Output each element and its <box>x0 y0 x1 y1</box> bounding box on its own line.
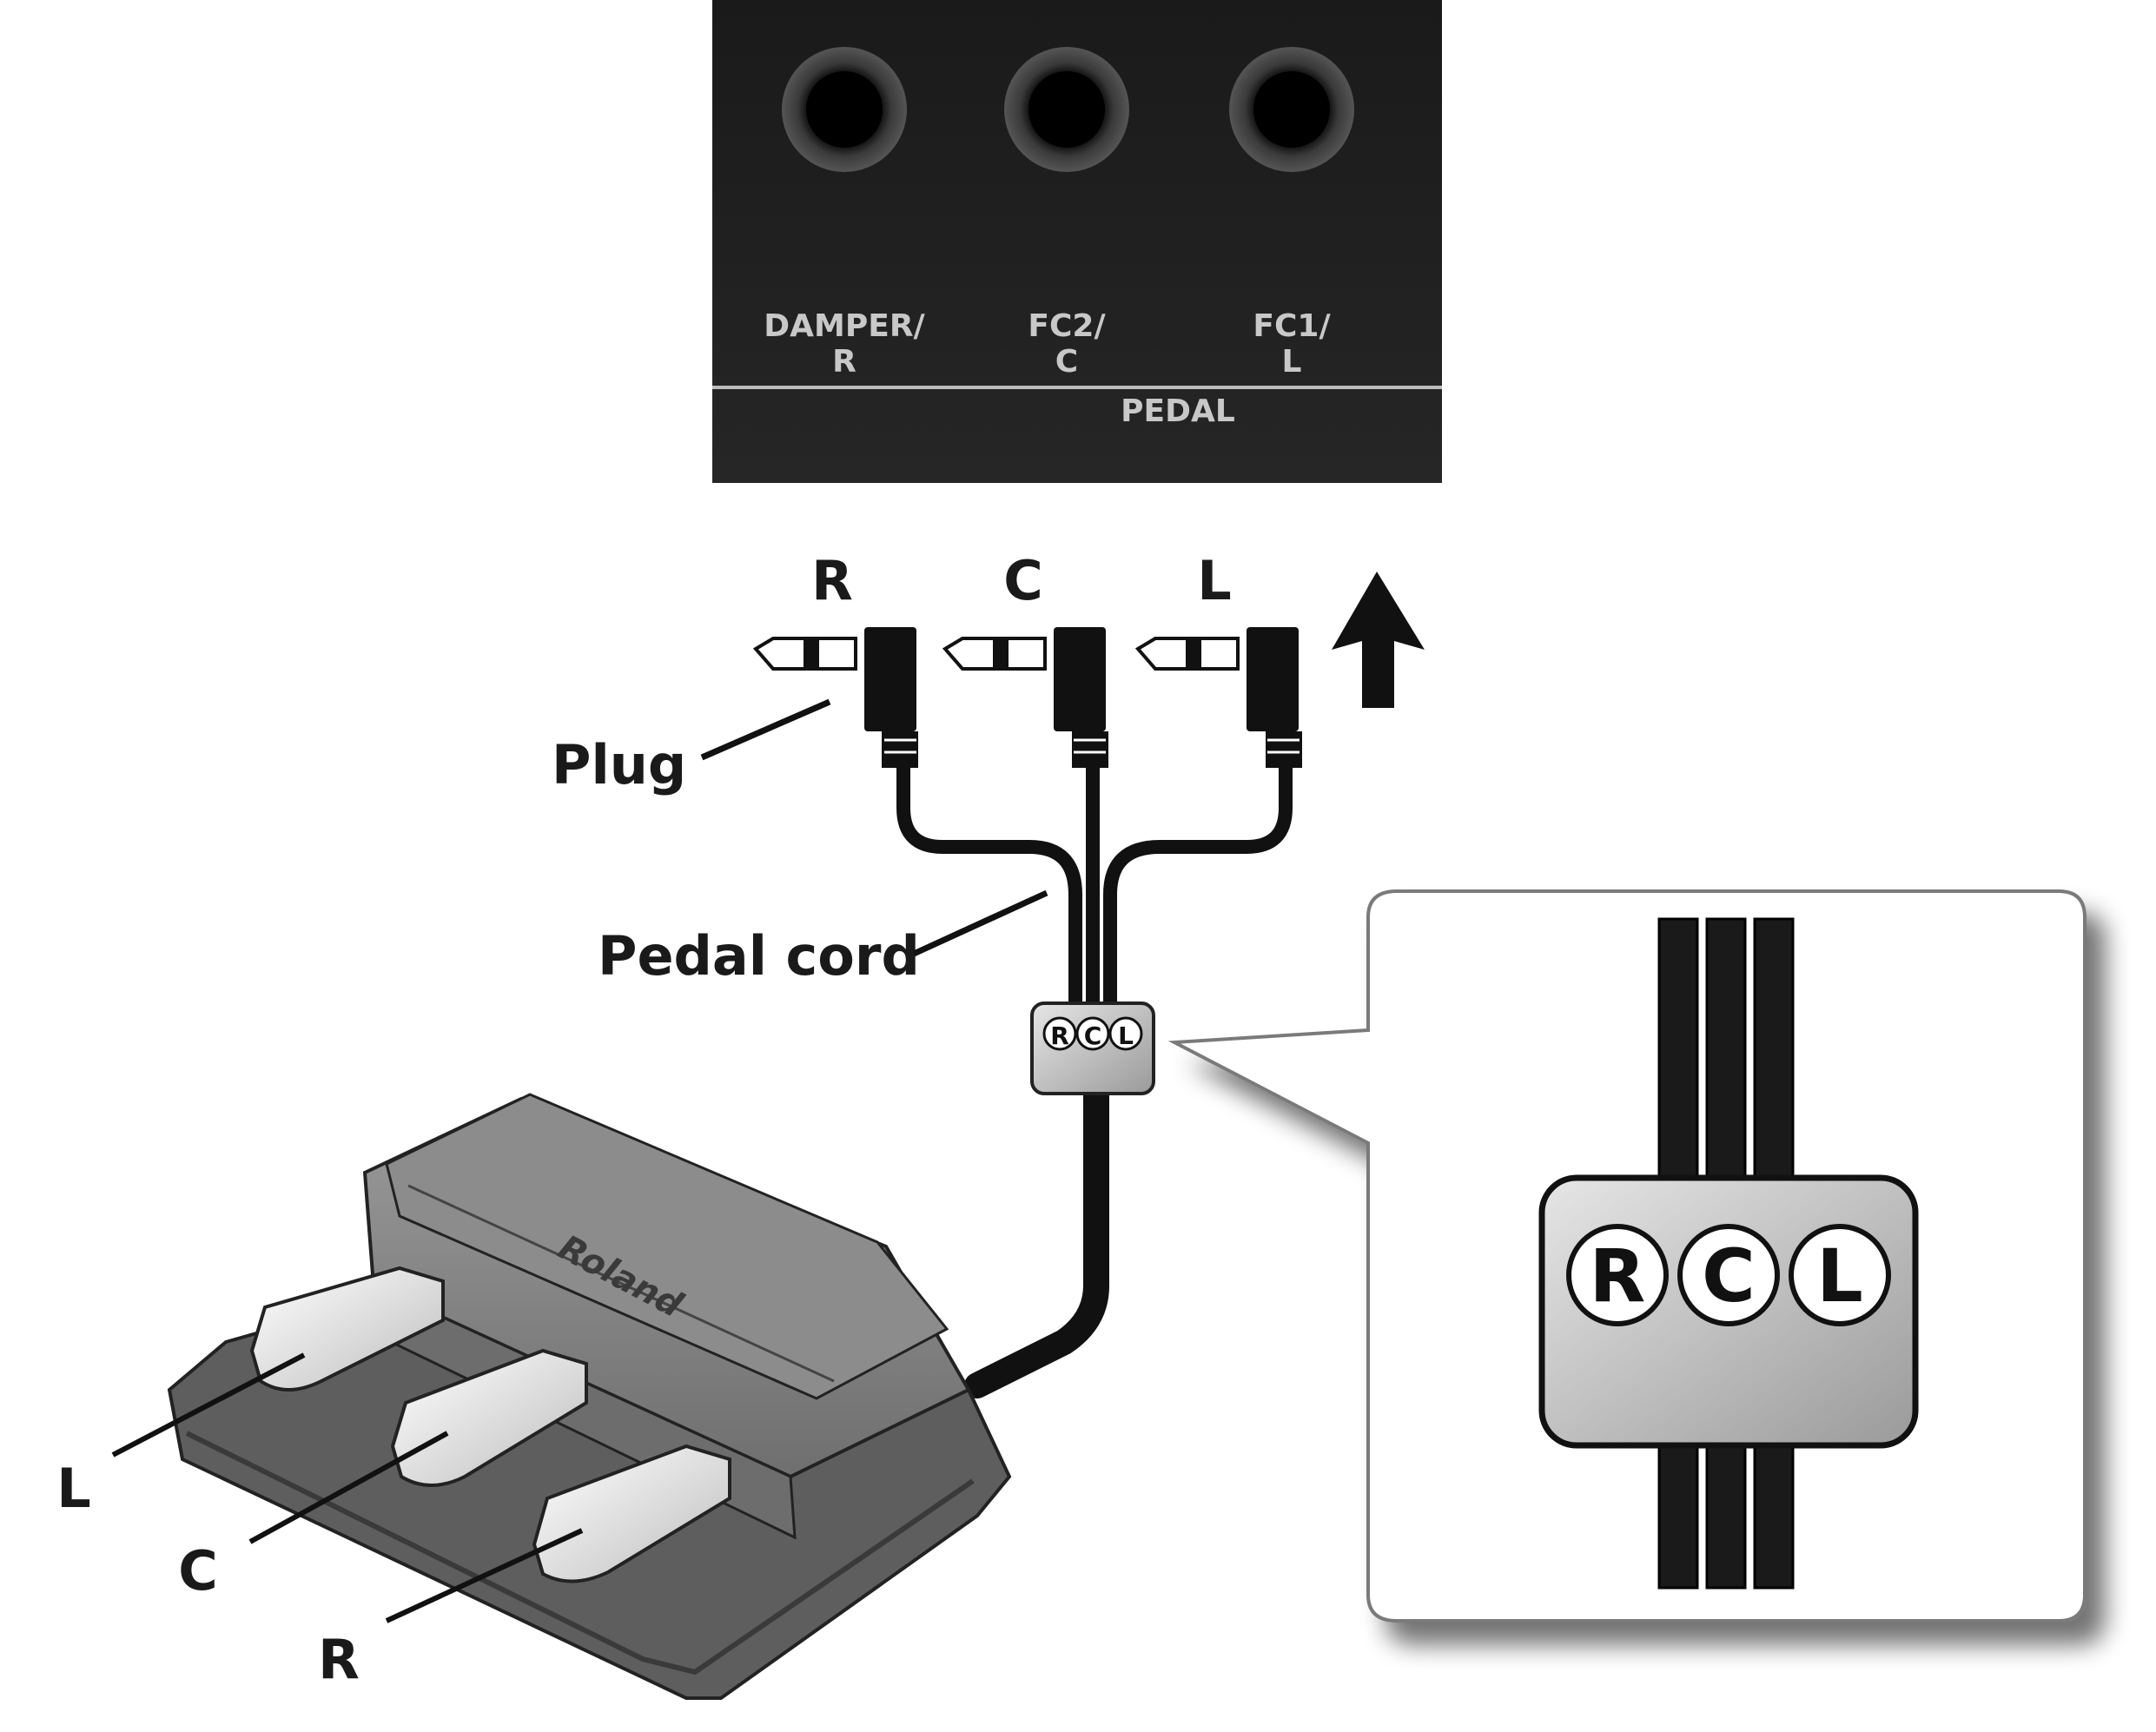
jack-fc2[interactable] <box>1004 47 1129 172</box>
plug-label-l: L <box>1197 549 1232 612</box>
pedal-right-label: R <box>318 1628 360 1691</box>
pedal-left-label: L <box>56 1457 91 1520</box>
zoom-marker-letter-r: R <box>1590 1233 1646 1319</box>
jack-label-fc2-line2: C <box>1055 344 1078 380</box>
plug-label-c: C <box>1003 549 1043 612</box>
jack-label-damper-line1: DAMPER/ <box>764 308 925 344</box>
jack-label-damper-line2: R <box>832 344 856 380</box>
pedal-unit: Roland <box>167 1093 1012 1700</box>
cord-marker-letter-r: R <box>1050 1021 1069 1050</box>
pedal-right-callout: R <box>318 1528 584 1691</box>
pedal-center-callout: C <box>178 1431 449 1603</box>
jack-label-fc2-line1: FC2/ <box>1028 308 1106 344</box>
pedal-right[interactable] <box>532 1444 731 1583</box>
marker-zoom-detail: R C L <box>1538 917 1919 1590</box>
cord-marker-letter-c: C <box>1084 1021 1102 1050</box>
plug-c[interactable] <box>942 627 1108 768</box>
insert-direction-arrow-icon <box>1332 572 1425 708</box>
plug-callout-label: Plug <box>552 733 686 797</box>
cord-marker-letter-l: L <box>1118 1021 1134 1050</box>
pedal-center[interactable] <box>390 1348 588 1487</box>
pedal-cord-callout: Pedal cord <box>598 889 1048 988</box>
pedal-left-callout: L <box>56 1352 306 1520</box>
pedal-group-label: PEDAL <box>1121 393 1235 429</box>
plug-callout: Plug <box>552 698 831 797</box>
pedal-cord <box>896 757 1293 1398</box>
pedal-center-label: C <box>178 1539 218 1603</box>
plug-label-r: R <box>811 549 853 612</box>
rear-panel: DAMPER/ R FC2/ C FC1/ L PEDAL <box>712 0 1442 483</box>
jack-label-fc1-line1: FC1/ <box>1253 308 1331 344</box>
jack-fc1[interactable] <box>1229 47 1354 172</box>
jack-damper[interactable] <box>782 47 907 172</box>
plug-r[interactable] <box>752 627 918 768</box>
zoom-marker-letter-l: L <box>1816 1233 1863 1319</box>
pedal-cord-callout-label: Pedal cord <box>598 924 920 988</box>
plug-l[interactable] <box>1134 627 1302 768</box>
zoom-marker-letter-c: C <box>1702 1233 1756 1319</box>
cord-marker: R C L <box>1030 1002 1155 1095</box>
jack-label-fc1-line2: L <box>1282 344 1302 380</box>
